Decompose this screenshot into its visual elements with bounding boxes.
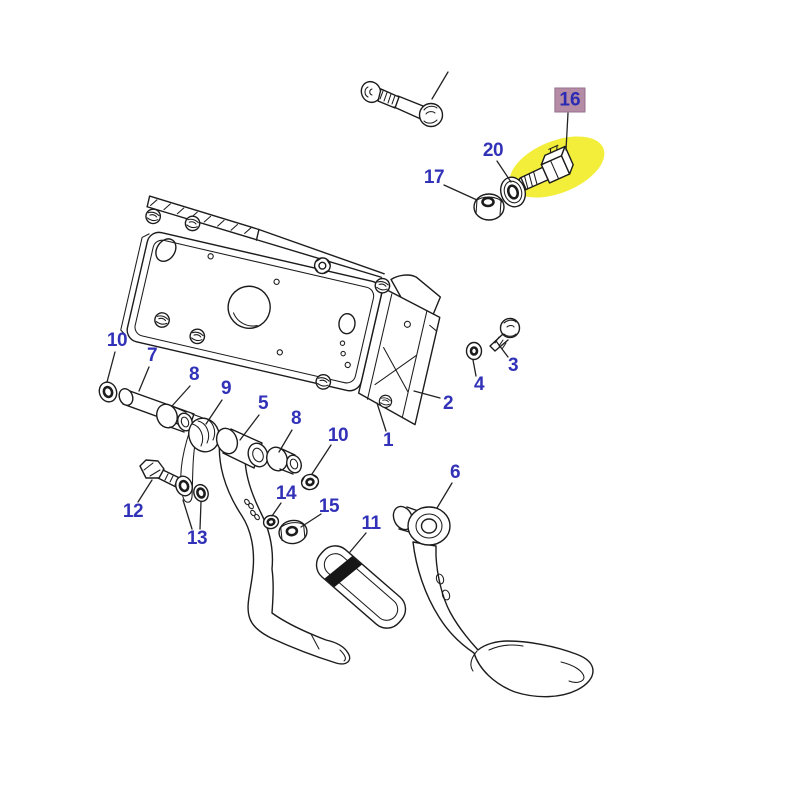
callout-4[interactable]: 4 bbox=[473, 374, 485, 395]
callout-8[interactable]: 8 bbox=[188, 364, 200, 385]
callout-13[interactable]: 13 bbox=[186, 528, 208, 549]
callout-17[interactable]: 17 bbox=[423, 167, 445, 188]
fastener-group-drawing bbox=[139, 459, 308, 545]
callout-11[interactable]: 11 bbox=[361, 513, 381, 534]
callout-8b[interactable]: 8 bbox=[290, 408, 302, 429]
callout-12[interactable]: 12 bbox=[122, 501, 144, 522]
callout-1[interactable]: 1 bbox=[382, 430, 394, 451]
pedal-box-drawing bbox=[120, 195, 442, 426]
callout-3[interactable]: 3 bbox=[507, 355, 519, 376]
callout-14[interactable]: 14 bbox=[275, 483, 297, 504]
right-pedal-drawing bbox=[392, 505, 594, 698]
part-8-bush-2 bbox=[266, 446, 288, 472]
top-bolt-drawing bbox=[360, 80, 444, 128]
pivot-hardware-drawing bbox=[98, 381, 320, 491]
callout-6[interactable]: 6 bbox=[449, 462, 461, 483]
part-12-bolt-head bbox=[139, 459, 165, 479]
callout-7[interactable]: 7 bbox=[146, 345, 158, 366]
left-pedal-drawing bbox=[218, 429, 351, 665]
callout-16-highlighted[interactable]: 16 bbox=[554, 87, 586, 113]
part-17-nut-drawing bbox=[473, 193, 505, 221]
part-15-nut bbox=[278, 519, 308, 545]
callout-15[interactable]: 15 bbox=[318, 496, 340, 517]
spring-wire-drawing bbox=[180, 429, 198, 503]
part-4-washer-drawing bbox=[465, 341, 483, 361]
callout-2[interactable]: 2 bbox=[442, 393, 454, 414]
part-9-bush bbox=[188, 417, 220, 453]
callout-20[interactable]: 20 bbox=[482, 140, 504, 161]
part-10-nut bbox=[300, 473, 320, 491]
callout-9[interactable]: 9 bbox=[220, 378, 232, 399]
callout-5[interactable]: 5 bbox=[257, 393, 269, 414]
callout-10[interactable]: 10 bbox=[106, 330, 128, 351]
callout-10b[interactable]: 10 bbox=[327, 425, 349, 446]
part-3-bolt-drawing bbox=[489, 317, 521, 352]
part-14-nut bbox=[262, 514, 280, 530]
part-16-switch-drawing bbox=[518, 144, 574, 191]
part-13-washer-2 bbox=[193, 483, 209, 503]
leader-lines bbox=[106, 71, 569, 553]
pedal-pad-drawing bbox=[315, 545, 407, 629]
part-13-washer bbox=[175, 475, 193, 497]
